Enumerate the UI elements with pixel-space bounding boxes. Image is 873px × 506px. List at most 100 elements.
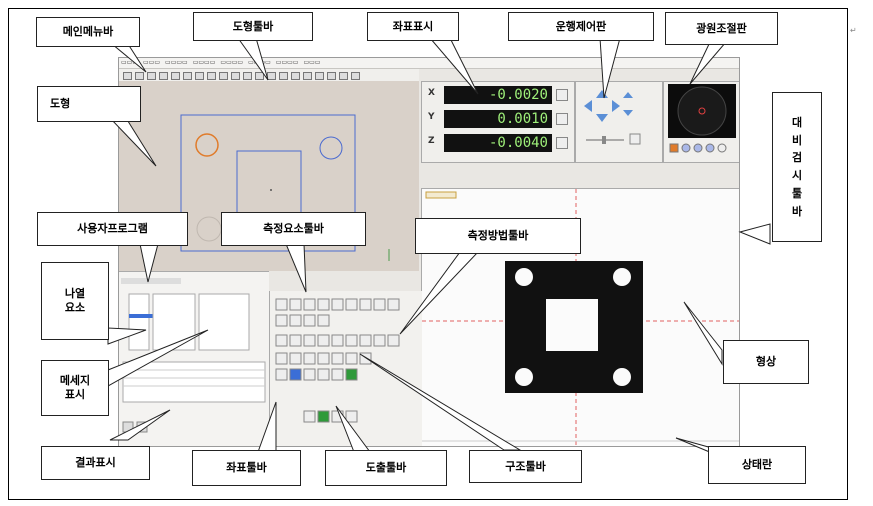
struct-tool-icon[interactable] — [289, 352, 302, 365]
struct-tool-icon[interactable] — [331, 368, 344, 381]
tool-icon[interactable] — [195, 72, 204, 80]
tool-icon[interactable] — [231, 72, 240, 80]
tool-icon[interactable] — [219, 72, 228, 80]
meas-element-icon[interactable] — [275, 298, 288, 311]
meas-method-icon[interactable] — [331, 334, 344, 347]
struct-tool-icon[interactable] — [303, 352, 316, 365]
move-right-icon[interactable] — [612, 100, 620, 112]
meas-element-icon[interactable] — [275, 314, 288, 327]
tool-icon[interactable] — [339, 72, 348, 80]
tool-icon[interactable] — [159, 72, 168, 80]
meas-element-icon[interactable] — [373, 298, 386, 311]
meas-method-icon[interactable] — [359, 334, 372, 347]
contrast-char: 바 — [791, 204, 803, 218]
struct-tool-icon[interactable] — [345, 352, 358, 365]
program-toolbar[interactable] — [121, 278, 181, 284]
tool-icon[interactable] — [315, 72, 324, 80]
light-mode-icon[interactable] — [693, 143, 703, 153]
struct-tool-icon[interactable] — [317, 368, 330, 381]
menu-item[interactable]: ▭▭▭▭ — [192, 59, 216, 66]
meas-method-icon[interactable] — [289, 334, 302, 347]
result-table — [122, 361, 266, 403]
ring-light-icon[interactable] — [677, 86, 727, 136]
tool-icon[interactable] — [147, 72, 156, 80]
meas-element-icon[interactable] — [387, 298, 400, 311]
meas-method-icon[interactable] — [345, 334, 358, 347]
tool-icon[interactable] — [123, 72, 132, 80]
struct-tool-icon[interactable] — [331, 352, 344, 365]
meas-method-icon[interactable] — [275, 334, 288, 347]
tool-icon[interactable] — [327, 72, 336, 80]
export-tool-icon[interactable] — [345, 410, 358, 423]
tool-icon[interactable] — [207, 72, 216, 80]
selected-element-row[interactable] — [129, 314, 173, 318]
meas-element-icon[interactable] — [303, 314, 316, 327]
meas-method-icon[interactable] — [303, 334, 316, 347]
meas-element-icon[interactable] — [345, 298, 358, 311]
meas-element-icon[interactable] — [317, 298, 330, 311]
label-status-panel: 상태란 — [708, 446, 806, 484]
camera-image — [422, 189, 739, 446]
menu-item[interactable]: ▭▭▭ — [143, 59, 161, 66]
tool-icon[interactable] — [171, 72, 180, 80]
menu-item[interactable]: ▭▭▭ — [121, 59, 139, 66]
struct-tool-icon[interactable] — [359, 352, 372, 365]
image-status-tag — [425, 191, 457, 199]
export-tool-icon[interactable] — [317, 410, 330, 423]
pointer-coord-toolbar — [257, 401, 277, 453]
meas-method-icon[interactable] — [317, 334, 330, 347]
tool-icon[interactable] — [291, 72, 300, 80]
meas-element-icon[interactable] — [359, 298, 372, 311]
menu-item[interactable]: ▭▭▭▭ — [220, 59, 244, 66]
z-up-icon[interactable] — [623, 92, 633, 98]
tool-icon[interactable] — [303, 72, 312, 80]
tool-icon[interactable] — [135, 72, 144, 80]
label-main-menu-bar: 메인메뉴바 — [36, 17, 140, 47]
meas-element-icon[interactable] — [303, 298, 316, 311]
menu-item[interactable]: ▭▭▭ — [303, 59, 321, 66]
light-mode-icon[interactable] — [717, 143, 727, 153]
tool-icon[interactable] — [243, 72, 252, 80]
menu-item[interactable]: ▭▭▭▭ — [165, 59, 188, 66]
meas-element-icon[interactable] — [289, 298, 302, 311]
z-zero-button[interactable] — [556, 137, 568, 149]
meas-method-icon[interactable] — [373, 334, 386, 347]
y-axis-label: Y — [428, 112, 435, 122]
speed-button[interactable] — [629, 133, 641, 145]
label-coord-toolbar: 좌표툴바 — [192, 450, 301, 486]
tool-icon[interactable] — [279, 72, 288, 80]
meas-element-icon[interactable] — [317, 314, 330, 327]
label-shape: 도형 — [37, 86, 141, 122]
meas-element-icon[interactable] — [331, 298, 344, 311]
y-coordinate-value: 0.0010 — [444, 110, 552, 128]
move-down-icon[interactable] — [596, 114, 608, 122]
light-center-icon — [698, 107, 706, 115]
tool-icon[interactable] — [255, 72, 264, 80]
export-tool-icon[interactable] — [303, 410, 316, 423]
y-zero-button[interactable] — [556, 113, 568, 125]
speed-slider-thumb[interactable] — [602, 136, 606, 144]
struct-tool-icon[interactable] — [289, 368, 302, 381]
pointer-export-toolbar — [335, 405, 371, 453]
tool-icon[interactable] — [183, 72, 192, 80]
light-mode-icon[interactable] — [705, 143, 715, 153]
workpiece-hole — [515, 268, 533, 286]
paragraph-mark: ↵ — [850, 26, 857, 35]
z-down-icon[interactable] — [623, 110, 633, 116]
meas-element-icon[interactable] — [289, 314, 302, 327]
menu-item[interactable]: ▭▭▭▭ — [275, 59, 299, 66]
meas-method-icon[interactable] — [387, 334, 400, 347]
tool-icon[interactable] — [267, 72, 276, 80]
struct-tool-icon[interactable] — [345, 368, 358, 381]
struct-tool-icon[interactable] — [303, 368, 316, 381]
element-list[interactable] — [128, 293, 150, 351]
x-zero-button[interactable] — [556, 89, 568, 101]
struct-tool-icon[interactable] — [275, 352, 288, 365]
contrast-char: 비 — [791, 133, 803, 147]
light-mode-icon[interactable] — [669, 143, 679, 153]
struct-tool-icon[interactable] — [317, 352, 330, 365]
light-mode-icon[interactable] — [681, 143, 691, 153]
tool-icon[interactable] — [351, 72, 360, 80]
struct-tool-icon[interactable] — [275, 368, 288, 381]
move-left-icon[interactable] — [584, 100, 592, 112]
